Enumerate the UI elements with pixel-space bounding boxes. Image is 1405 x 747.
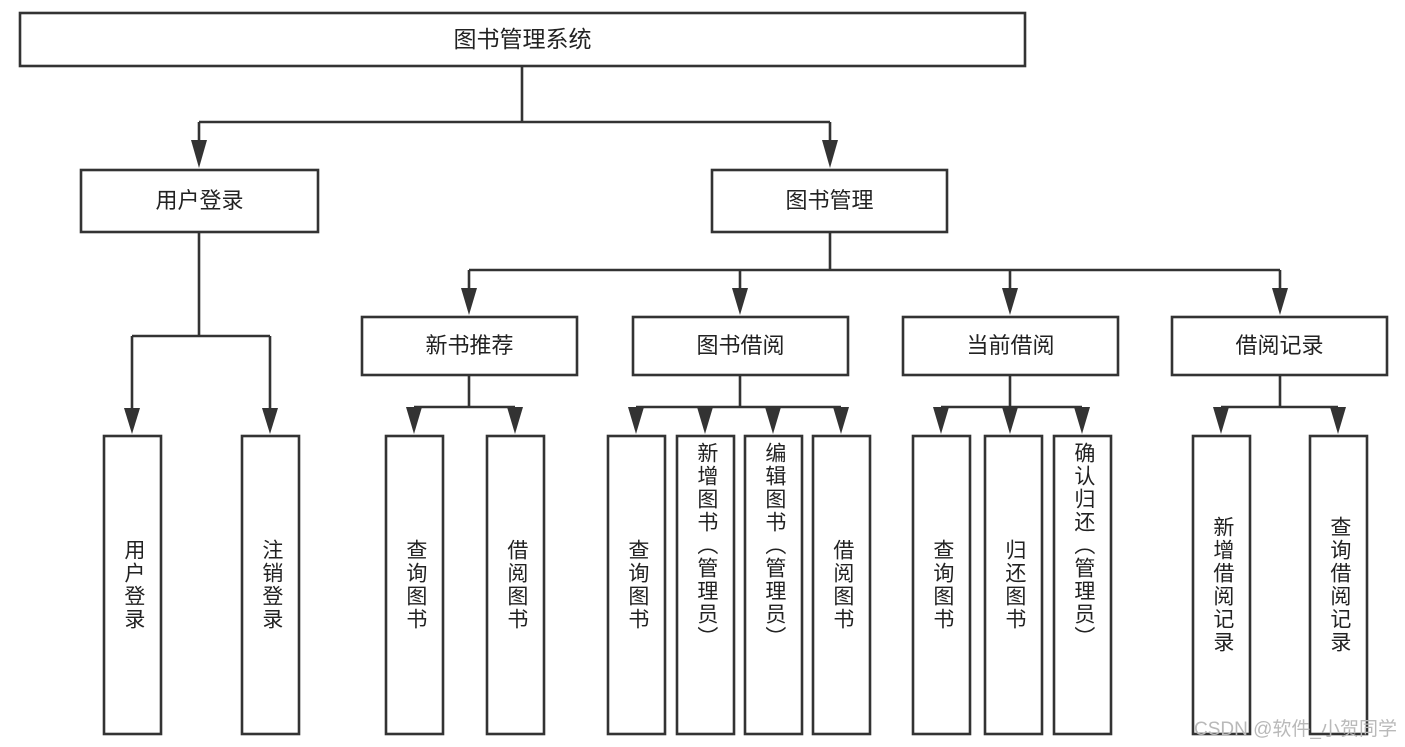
arrow-head-new-book-rec xyxy=(461,288,477,315)
node-label-new-book-rec: 新书推荐 xyxy=(425,333,513,358)
arrow-head-leaf-borrow-book-2 xyxy=(833,407,849,434)
arrow-head-current-borrow xyxy=(1002,288,1018,315)
node-box-leaf-add-borrow-record[interactable] xyxy=(1191,434,1252,736)
node-label-book-manage: 图书管理 xyxy=(785,188,873,213)
arrow-head-leaf-edit-book-admin xyxy=(765,407,781,434)
arrow-head-leaf-borrow-book-1 xyxy=(507,407,523,434)
node-box-leaf-edit-book-admin[interactable] xyxy=(743,434,804,736)
node-box-leaf-borrow-book-1[interactable] xyxy=(485,434,546,736)
connector-layer xyxy=(124,66,1346,434)
node-box-current-borrow[interactable] xyxy=(901,315,1120,377)
arrow-head-borrow-record xyxy=(1272,288,1288,315)
node-box-leaf-return-book[interactable] xyxy=(983,434,1044,736)
arrow-head-leaf-query-book-1 xyxy=(406,407,422,434)
node-box-leaf-query-book-3[interactable] xyxy=(911,434,972,736)
node-box-leaf-borrow-book-2[interactable] xyxy=(811,434,872,736)
arrow-head-book-manage xyxy=(822,140,838,168)
node-box-leaf-query-book-1[interactable] xyxy=(384,434,445,736)
node-box-root[interactable] xyxy=(18,11,1027,68)
node-label-book-borrow: 图书借阅 xyxy=(696,333,784,358)
arrow-head-leaf-add-borrow-record xyxy=(1213,407,1229,434)
node-box-leaf-confirm-return-admin[interactable] xyxy=(1052,434,1113,736)
arrow-head-leaf-user-login xyxy=(124,408,140,434)
node-label-root: 图书管理系统 xyxy=(454,26,592,52)
node-box-leaf-user-login[interactable] xyxy=(102,434,163,736)
arrow-head-user-login xyxy=(191,140,207,168)
node-layer: 图书管理系统 用户登录 图书管理 新书推荐 图书借阅 当前借阅 借阅记录 xyxy=(18,11,1389,736)
node-box-leaf-user-logout[interactable] xyxy=(240,434,301,736)
node-box-book-borrow[interactable] xyxy=(631,315,850,377)
arrow-head-leaf-return-book xyxy=(1002,407,1018,434)
arrow-head-leaf-query-book-3 xyxy=(933,407,949,434)
node-label-current-borrow: 当前借阅 xyxy=(966,333,1054,358)
arrow-head-leaf-query-book-2 xyxy=(628,407,644,434)
arrow-head-book-borrow xyxy=(732,288,748,315)
node-box-book-manage[interactable] xyxy=(710,168,949,234)
node-box-new-book-rec[interactable] xyxy=(360,315,579,377)
arrow-head-leaf-user-logout xyxy=(262,408,278,434)
node-box-leaf-query-borrow-record[interactable] xyxy=(1308,434,1369,736)
csdn-watermark: CSDN @软件_小贺同学 xyxy=(1194,719,1397,740)
node-box-user-login[interactable] xyxy=(79,168,320,234)
arrow-head-leaf-confirm-return-admin xyxy=(1074,407,1090,434)
node-box-borrow-record[interactable] xyxy=(1170,315,1389,377)
node-box-leaf-query-book-2[interactable] xyxy=(606,434,667,736)
arrow-head-leaf-query-borrow-record xyxy=(1330,407,1346,434)
arrow-head-leaf-add-book-admin xyxy=(697,407,713,434)
node-label-borrow-record: 借阅记录 xyxy=(1235,333,1323,358)
node-label-user-login: 用户登录 xyxy=(155,188,243,213)
node-box-leaf-add-book-admin[interactable] xyxy=(675,434,736,736)
